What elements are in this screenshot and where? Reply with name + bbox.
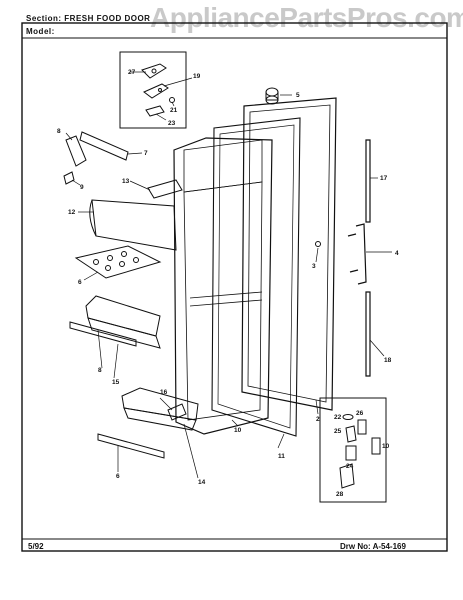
callout-8-bin: 8 (98, 367, 102, 374)
part-5-egg-tray (74, 245, 162, 279)
inset-box-bottom (319, 397, 387, 503)
callout-16: 15 (112, 379, 120, 386)
callout-24: 23 (168, 120, 176, 127)
part-3-handle (347, 223, 367, 285)
callout-28: 28 (336, 491, 344, 498)
part-12-gasket (211, 117, 301, 437)
part-28-hinge-pin (339, 463, 355, 489)
part-8-bin-front (69, 321, 137, 347)
callout-6: 6 (116, 473, 120, 480)
callout-25: 24 (346, 463, 354, 470)
part-26-cam (345, 425, 357, 443)
callout-27: 26 (356, 410, 364, 417)
callout-26: 25 (334, 428, 342, 435)
part-19-trim (365, 291, 371, 377)
part-10-cover (371, 437, 381, 455)
callout-7: 7 (144, 150, 148, 157)
part-7-rail (79, 131, 129, 161)
leader-lines (65, 71, 392, 479)
part-8-bracket (65, 135, 87, 167)
part-14-flap (147, 179, 183, 199)
callout-21: 27 (128, 69, 136, 76)
part-15-lower-bin (121, 387, 199, 431)
part-21-bracket (141, 63, 167, 79)
part-2-screw (315, 241, 321, 247)
part-11-door-liner (173, 137, 273, 435)
callout-4: 5 (296, 92, 300, 99)
part-20-clip (143, 83, 169, 99)
callout-17: 16 (160, 389, 168, 396)
callout-labels: 27 19 21 23 5 8 7 9 13 12 6 8 15 16 10 1… (57, 69, 399, 498)
watermark-text: AppliancePartsPros.com (150, 2, 463, 33)
callout-1: 2 (316, 416, 320, 423)
part-18-trim (365, 139, 371, 223)
part-9-clip (63, 171, 75, 185)
part-4-cap (265, 87, 279, 105)
inset-box-top (119, 51, 187, 129)
part-13-dairy-door (89, 199, 177, 251)
callout-12: 11 (278, 453, 285, 460)
callout-22: 21 (170, 107, 178, 114)
callout-14: 13 (122, 178, 130, 185)
callout-23: 22 (334, 414, 342, 421)
part-22-screw (169, 97, 175, 103)
part-17-flap (167, 403, 187, 421)
part-24-pad (145, 105, 165, 117)
callout-2: 3 (312, 263, 316, 270)
callout-3: 4 (395, 250, 399, 257)
callout-13: 12 (68, 209, 76, 216)
part-23-screw (342, 414, 354, 420)
callout-11: 10 (234, 427, 242, 434)
drawing-frame (21, 22, 448, 552)
part-6-bin-front (97, 433, 165, 459)
part-1-door-panel (241, 97, 337, 411)
callout-20: 19 (193, 73, 201, 80)
callout-19: 18 (384, 357, 392, 364)
part-16-door-bin (85, 295, 161, 349)
part-27-hinge (357, 419, 367, 435)
model-line: Model: (26, 27, 118, 36)
callout-10: 10 (382, 443, 390, 450)
part-25-bushing (345, 445, 357, 461)
callout-5: 6 (78, 279, 82, 286)
section-title: Section: FRESH FOOD DOOR (26, 14, 151, 23)
callout-15: 14 (198, 479, 206, 486)
callout-18: 17 (380, 175, 388, 182)
callout-9: 9 (80, 184, 84, 191)
footer-drawing-number: Drw No: A-54-169 (340, 542, 406, 551)
footer-date: 5/92 (28, 542, 44, 551)
callout-8-top: 8 (57, 128, 61, 135)
